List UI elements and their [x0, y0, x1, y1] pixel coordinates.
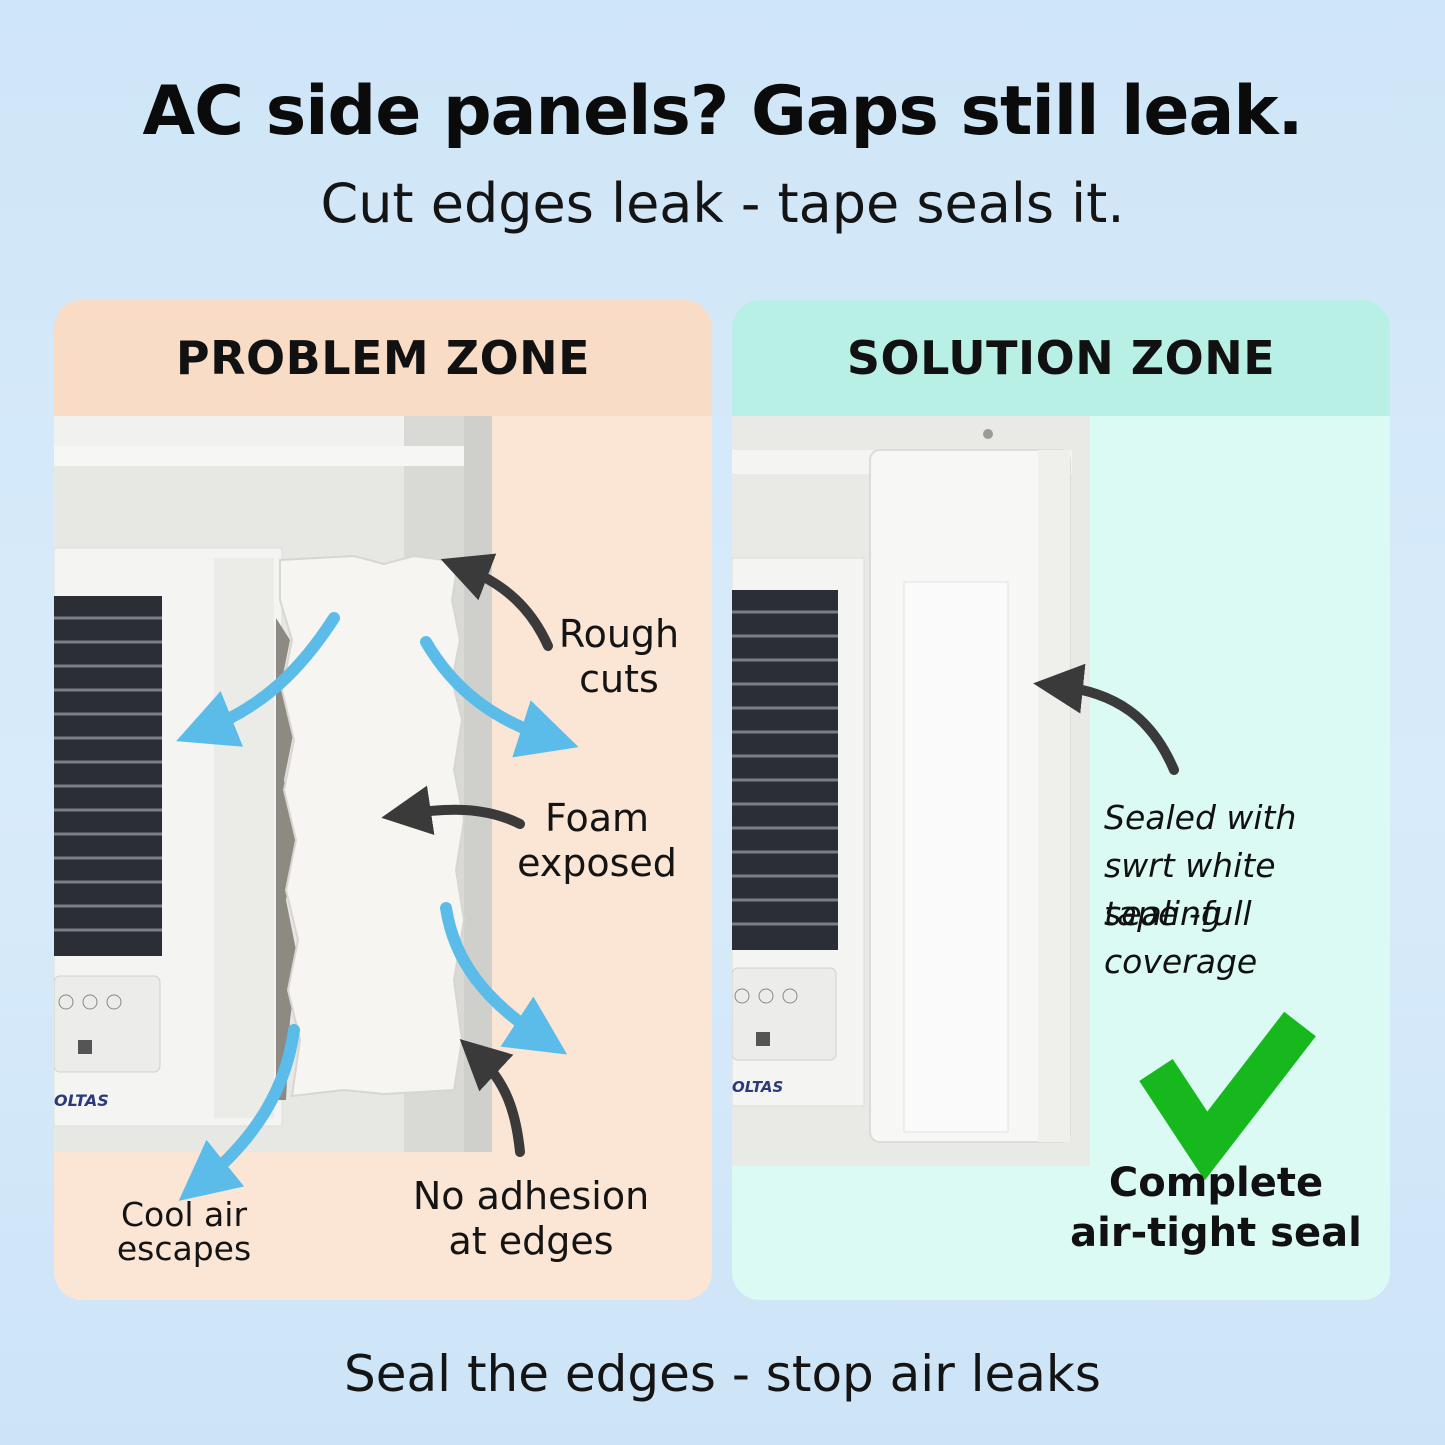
- page-title: AC side panels? Gaps still leak.: [142, 72, 1304, 151]
- callout-sealed-line-1: Sealed with: [1104, 798, 1297, 837]
- checkmark-icon: [1139, 1011, 1316, 1181]
- callout-foam-exposed: Foam exposed: [517, 796, 677, 885]
- ac-vent-grille: [732, 590, 838, 950]
- solution-zone-heading: SOLUTION ZONE: [732, 300, 1390, 416]
- pointer-arrow-icon: [440, 553, 553, 651]
- ac-brand-logo: OLTAS: [732, 1078, 783, 1096]
- callout-rough-cuts: Rough cuts: [558, 612, 680, 701]
- problem-zone-panel: OLTAS PROBLEM ZONE Rough cuts Foam expos…: [54, 300, 712, 1300]
- airflow-arrow-icon: [178, 1024, 300, 1201]
- pointer-arrow-icon: [381, 785, 525, 836]
- callout-sealed-line-2: swrt white sealing: [1104, 846, 1276, 933]
- ac-control-panel: [54, 975, 161, 1073]
- foam-side-panel: [279, 554, 466, 1098]
- callout-no-adhesion: No adhesion at edges: [412, 1174, 650, 1263]
- footer-tagline: Seal the edges - stop air leaks: [344, 1345, 1101, 1403]
- problem-zone-heading: PROBLEM ZONE: [54, 300, 712, 416]
- callout-sealed-line-3: tape -full coverage: [1104, 894, 1258, 981]
- airflow-arrow-icon: [420, 636, 579, 758]
- ac-vent-grille: [54, 596, 162, 956]
- problem-ac-illustration: OLTAS: [54, 416, 579, 1201]
- page-subtitle: Cut edges leak - tape seals it.: [320, 172, 1125, 235]
- pointer-arrow-icon: [1033, 663, 1179, 775]
- ac-control-panel: [732, 967, 837, 1061]
- ac-brand-logo: OLTAS: [54, 1091, 109, 1110]
- airflow-arrow-icon: [176, 612, 340, 747]
- pointer-arrow-icon: [459, 1038, 525, 1157]
- callout-complete-line-2: air-tight seal: [1070, 1210, 1362, 1256]
- airflow-arrow-icon: [440, 902, 568, 1055]
- solution-zone-panel: OLTAS SOLUTION ZONE Sealed with swrt whi…: [732, 300, 1390, 1300]
- solution-ac-illustration: OLTAS: [732, 416, 1316, 1181]
- callout-complete-line-1: Complete: [1108, 1160, 1324, 1206]
- callout-cool-air-escapes: Cool air escapes: [116, 1195, 252, 1268]
